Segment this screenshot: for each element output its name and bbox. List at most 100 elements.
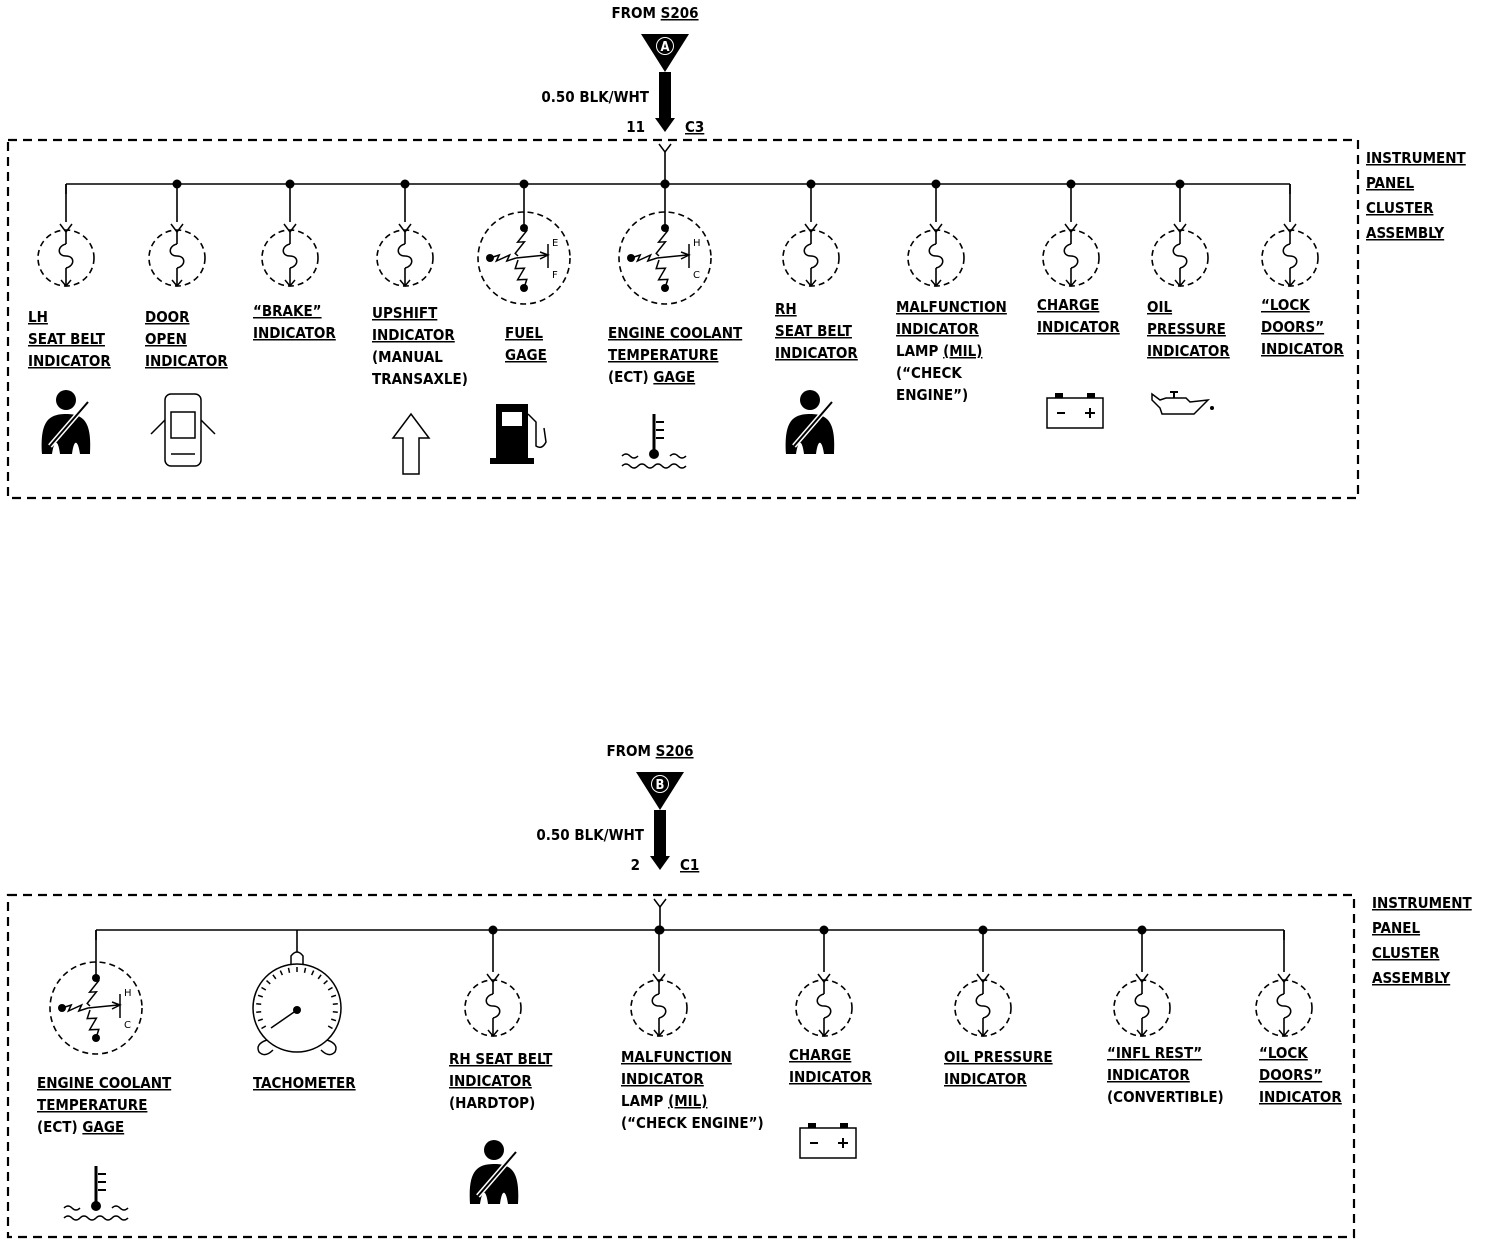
connector-id: C1 <box>680 856 699 874</box>
upshift-arrow-icon <box>391 412 431 475</box>
pin-number: 2 <box>631 856 640 874</box>
assembly-label: CLUSTER <box>1366 199 1434 217</box>
component-label-line: INDICATOR <box>253 324 336 342</box>
tach-tick <box>257 1018 263 1022</box>
tach-tick <box>279 970 284 976</box>
component-label-line: INDICATOR <box>1107 1066 1190 1084</box>
bulb-filament <box>485 993 501 1019</box>
component-label-line: INDICATOR <box>1259 1088 1342 1106</box>
component-label-line: “BRAKE” <box>253 302 322 320</box>
component-label-line: MALFUNCTION <box>896 298 1007 316</box>
pin-number: 11 <box>626 118 645 136</box>
tach-hub <box>293 1006 301 1014</box>
input-chevron <box>283 223 297 234</box>
bulb-filament <box>58 243 74 269</box>
gauge-housing <box>477 211 571 305</box>
component-label-line: INDICATOR <box>1147 342 1230 360</box>
component-6: “INFL REST”INDICATOR(CONVERTIBLE) <box>1107 925 1224 1106</box>
connector-id: C3 <box>685 118 704 136</box>
component-label-line: OIL PRESSURE <box>944 1048 1053 1066</box>
bulb-filament <box>1134 993 1150 1019</box>
connector-letter: B <box>656 778 665 793</box>
input-chevron <box>652 973 666 984</box>
bulb-filament <box>282 243 298 269</box>
door-open-car-icon <box>150 393 216 467</box>
seatbelt-icon <box>785 390 835 454</box>
component-label-line: SEAT BELT <box>775 322 853 340</box>
instrument-cluster-boundary <box>6 893 1356 1239</box>
component-label-line: INDICATOR <box>896 320 979 338</box>
component-label-line: (HARDTOP) <box>449 1094 535 1112</box>
component-label-line: INDICATOR <box>775 344 858 362</box>
tach-needle <box>270 1009 298 1029</box>
input-chevron <box>59 223 73 234</box>
input-chevron <box>653 898 667 909</box>
tach-dial <box>252 963 342 1053</box>
battery-icon <box>1046 393 1104 429</box>
gauge-scale-low: C <box>693 270 700 281</box>
component-label-line: DOORS” <box>1259 1066 1322 1084</box>
tach-tick <box>332 1011 338 1014</box>
component-1: TACHOMETER <box>252 930 356 1092</box>
component-label-line: PRESSURE <box>1147 320 1226 338</box>
feed-wire <box>654 810 666 860</box>
seatbelt-icon <box>469 1140 519 1204</box>
component-label-line: INDICATOR <box>145 352 228 370</box>
component-label-line: LH <box>28 308 48 326</box>
component-label-line: CHARGE <box>789 1046 851 1064</box>
bulb-filament <box>975 993 991 1019</box>
component-label-line: RH <box>775 300 797 318</box>
component-label-line: INDICATOR <box>621 1070 704 1088</box>
component-label-line: (ECT) GAGE <box>608 368 695 386</box>
assembly-label: ASSEMBLY <box>1372 969 1450 987</box>
gauge-pointer <box>656 254 688 259</box>
seatbelt-icon <box>41 390 91 454</box>
component-label-line: OIL <box>1147 298 1172 316</box>
tach-tick <box>332 1002 338 1005</box>
tach-foot <box>257 1039 274 1056</box>
component-label-line: LAMP (MIL) <box>621 1092 707 1110</box>
assembly-label: PANEL <box>1372 919 1420 937</box>
component-label-line: ENGINE COOLANT <box>37 1074 172 1092</box>
component-label-line: MALFUNCTION <box>621 1048 732 1066</box>
assembly-label: CLUSTER <box>1372 944 1440 962</box>
component-label-line: (“CHECK ENGINE”) <box>621 1114 764 1132</box>
input-chevron <box>486 973 500 984</box>
feed-wire <box>659 72 671 122</box>
tach-tick <box>323 980 328 985</box>
input-chevron <box>1283 223 1297 234</box>
component-label-line: SEAT BELT <box>28 330 106 348</box>
input-chevron <box>929 223 943 234</box>
component-label-line: GAGE <box>505 346 547 364</box>
bulb-filament <box>1063 243 1079 269</box>
bulb-filament <box>169 243 185 269</box>
gauge-scale-high: E <box>552 238 558 249</box>
component-label-line: ENGINE”) <box>896 386 968 404</box>
wire-spec-label: 0.50 BLK/WHT <box>541 88 649 106</box>
bulb-filament <box>397 243 413 269</box>
assembly-label: INSTRUMENT <box>1366 149 1467 167</box>
tach-tick <box>331 994 337 998</box>
tach-tick <box>272 974 277 980</box>
assembly-label: PANEL <box>1366 174 1414 192</box>
tach-tick <box>256 1002 262 1005</box>
tach-tick <box>327 986 333 991</box>
input-chevron <box>976 973 990 984</box>
fuel-pump-icon <box>490 404 547 464</box>
component-label-line: “LOCK <box>1261 296 1310 314</box>
tach-tick <box>310 970 315 976</box>
coolant-temp-icon <box>63 1166 129 1221</box>
